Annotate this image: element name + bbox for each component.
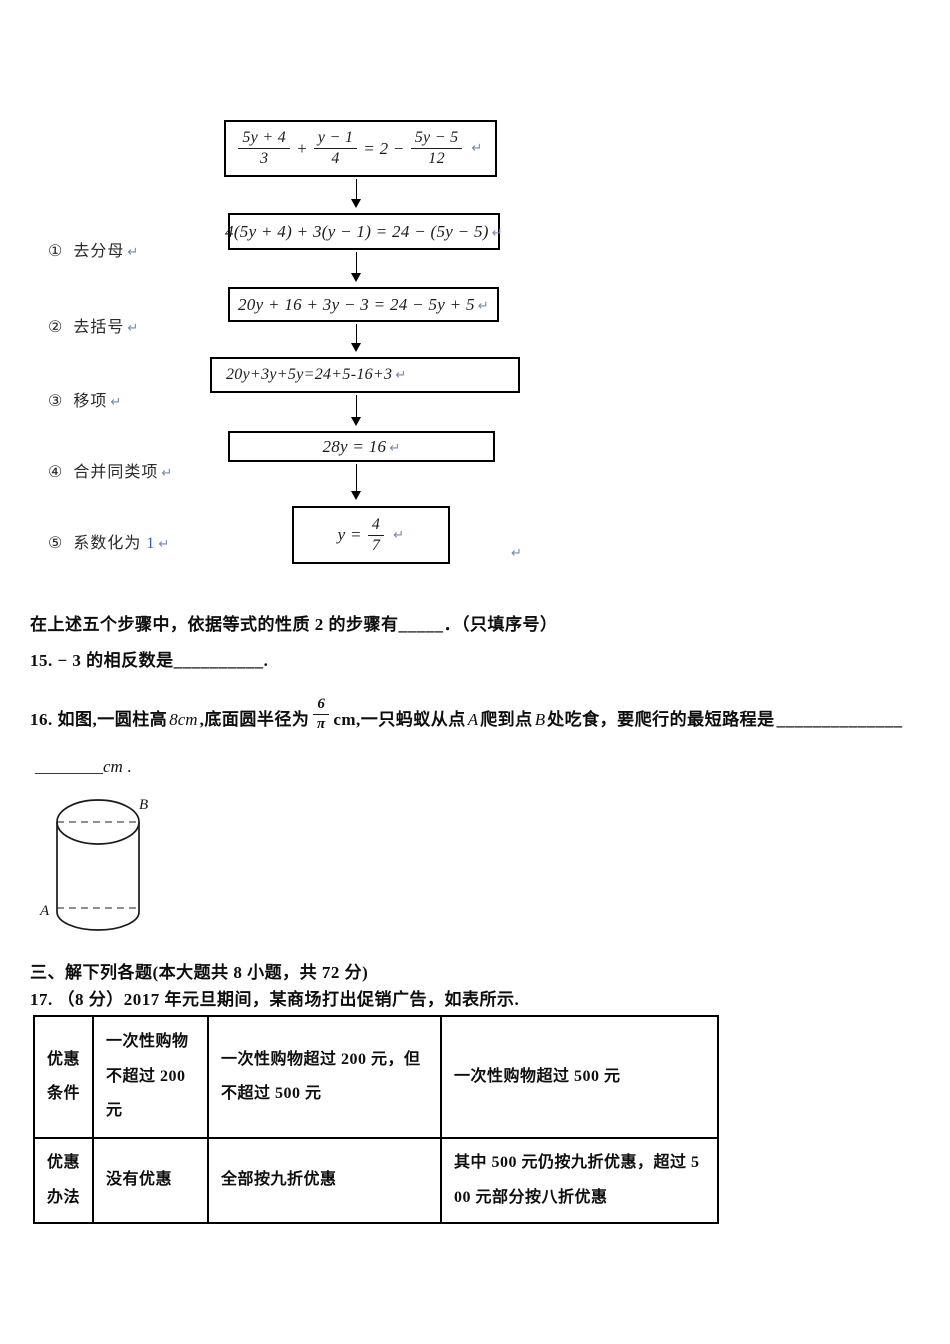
cylinder-height-value: 8cm bbox=[169, 710, 198, 729]
equation-box-1: 5y + 4 3 + y − 1 4 = 2 − 5y − 5 12 ↵ bbox=[224, 120, 497, 177]
equation-box-6: y = 4 7 ↵ bbox=[292, 506, 450, 564]
equation-3: 20y + 16 + 3y − 3 = 24 − 5y + 5↵ bbox=[238, 294, 489, 314]
step-label-5: ⑤ 系数化为 1↵ bbox=[48, 529, 170, 553]
return-mark: ↵ bbox=[511, 546, 522, 561]
unit-label: cm bbox=[103, 757, 123, 776]
flow-arrow-4 bbox=[351, 395, 362, 426]
equation-4: 20y+3y+5y=24+5-16+3↵ bbox=[226, 366, 407, 383]
equation-6: y = 4 7 ↵ bbox=[337, 515, 405, 554]
answer-blank: ______________ bbox=[776, 710, 903, 729]
point-b-ref: B bbox=[534, 710, 546, 729]
step-label-1: ① 去分母↵ bbox=[48, 237, 139, 261]
step-label-4: ④ 合并同类项↵ bbox=[48, 458, 173, 482]
step-badge: ③ bbox=[48, 393, 64, 410]
equation-1: 5y + 4 3 + y − 1 4 = 2 − 5y − 5 12 ↵ bbox=[238, 129, 482, 167]
step-badge: ④ bbox=[48, 464, 64, 481]
step-suffix: 1 bbox=[146, 535, 156, 552]
step-text: 去分母 bbox=[73, 243, 125, 260]
flow-arrow-2 bbox=[351, 252, 362, 282]
flow-arrow-3 bbox=[351, 324, 362, 352]
answer-blank: ________ bbox=[35, 757, 103, 776]
return-mark: ↵ bbox=[491, 225, 503, 241]
step-badge: ① bbox=[48, 243, 64, 260]
equation-box-4: 20y+3y+5y=24+5-16+3↵ bbox=[210, 357, 520, 393]
step-badge: ② bbox=[48, 319, 64, 336]
point-a-ref: A bbox=[467, 710, 479, 729]
step-label-3: ③ 移项↵ bbox=[48, 387, 122, 411]
return-mark: ↵ bbox=[395, 368, 407, 383]
promo-table: 优惠条件 一次性购物 不超过 200 元 一次性购物超过 200 元，但 不超过… bbox=[33, 1015, 719, 1224]
return-mark: ↵ bbox=[127, 245, 140, 260]
table-row: 优惠办法 没有优惠 全部按九折优惠 其中 500 元仍按九折优惠，超过 500 … bbox=[33, 1137, 719, 1224]
flow-arrow-5 bbox=[351, 464, 362, 500]
table-cell: 没有优惠 bbox=[92, 1137, 209, 1224]
bottom-arc bbox=[56, 911, 140, 931]
step-text: 系数化为 bbox=[73, 535, 147, 552]
return-mark: ↵ bbox=[127, 321, 140, 336]
table-cell: 一次性购物 不超过 200 元 bbox=[92, 1015, 209, 1139]
return-mark: ↵ bbox=[393, 527, 405, 543]
fraction: 5y − 5 12 bbox=[410, 129, 463, 167]
equation-2: 4(5y + 4) + 3(y − 1) = 24 − (5y − 5)↵ bbox=[225, 221, 503, 241]
fraction: y − 1 4 bbox=[313, 129, 358, 167]
summary-question: 在上述五个步骤中，依据等式的性质 2 的步骤有_____．（只填序号） bbox=[30, 615, 558, 634]
return-mark: ↵ bbox=[471, 141, 483, 156]
fraction: 4 7 bbox=[367, 516, 385, 554]
radius-fraction: 6 π bbox=[313, 696, 330, 732]
step-text: 移项 bbox=[73, 393, 108, 410]
row-header-cell: 优惠办法 bbox=[33, 1137, 94, 1224]
step-text: 去括号 bbox=[73, 319, 125, 336]
step-label-2: ② 去括号↵ bbox=[48, 313, 139, 337]
equation-box-2: 4(5y + 4) + 3(y − 1) = 24 − (5y − 5)↵ bbox=[225, 213, 503, 250]
flow-arrow-1 bbox=[351, 179, 362, 208]
question-17: 17. （8 分）2017 年元旦期间，某商场打出促销广告，如表所示. bbox=[30, 990, 520, 1009]
return-mark: ↵ bbox=[477, 298, 489, 314]
row-header-cell: 优惠条件 bbox=[33, 1015, 94, 1139]
return-mark: ↵ bbox=[158, 537, 171, 552]
unit-answer-line: ________cm . bbox=[35, 757, 132, 776]
equation-box-5: 28y = 16↵ bbox=[228, 431, 495, 462]
cylinder-figure bbox=[56, 799, 140, 931]
return-mark: ↵ bbox=[161, 466, 174, 481]
table-row: 优惠条件 一次性购物 不超过 200 元 一次性购物超过 200 元，但 不超过… bbox=[33, 1015, 719, 1139]
point-b-label: B bbox=[139, 797, 149, 813]
equation-5: 28y = 16↵ bbox=[322, 436, 401, 456]
question-15: 15. − 3 的相反数是__________. bbox=[30, 651, 269, 670]
return-mark: ↵ bbox=[389, 440, 401, 456]
equation-box-3: 20y + 16 + 3y − 3 = 24 − 5y + 5↵ bbox=[228, 287, 499, 322]
section-3-title: 三、解下列各题(本大题共 8 小题，共 72 分) bbox=[30, 963, 369, 982]
table-cell: 其中 500 元仍按九折优惠，超过 500 元部分按八折优惠 bbox=[440, 1137, 719, 1224]
return-mark: ↵ bbox=[110, 395, 123, 410]
step-badge: ⑤ bbox=[48, 535, 64, 552]
table-cell: 一次性购物超过 200 元，但 不超过 500 元 bbox=[207, 1015, 442, 1139]
step-text: 合并同类项 bbox=[73, 464, 159, 481]
table-cell: 全部按九折优惠 bbox=[207, 1137, 442, 1224]
fraction: 5y + 4 3 bbox=[238, 129, 291, 167]
table-cell: 一次性购物超过 500 元 bbox=[440, 1015, 719, 1139]
point-a-label: A bbox=[40, 903, 50, 919]
